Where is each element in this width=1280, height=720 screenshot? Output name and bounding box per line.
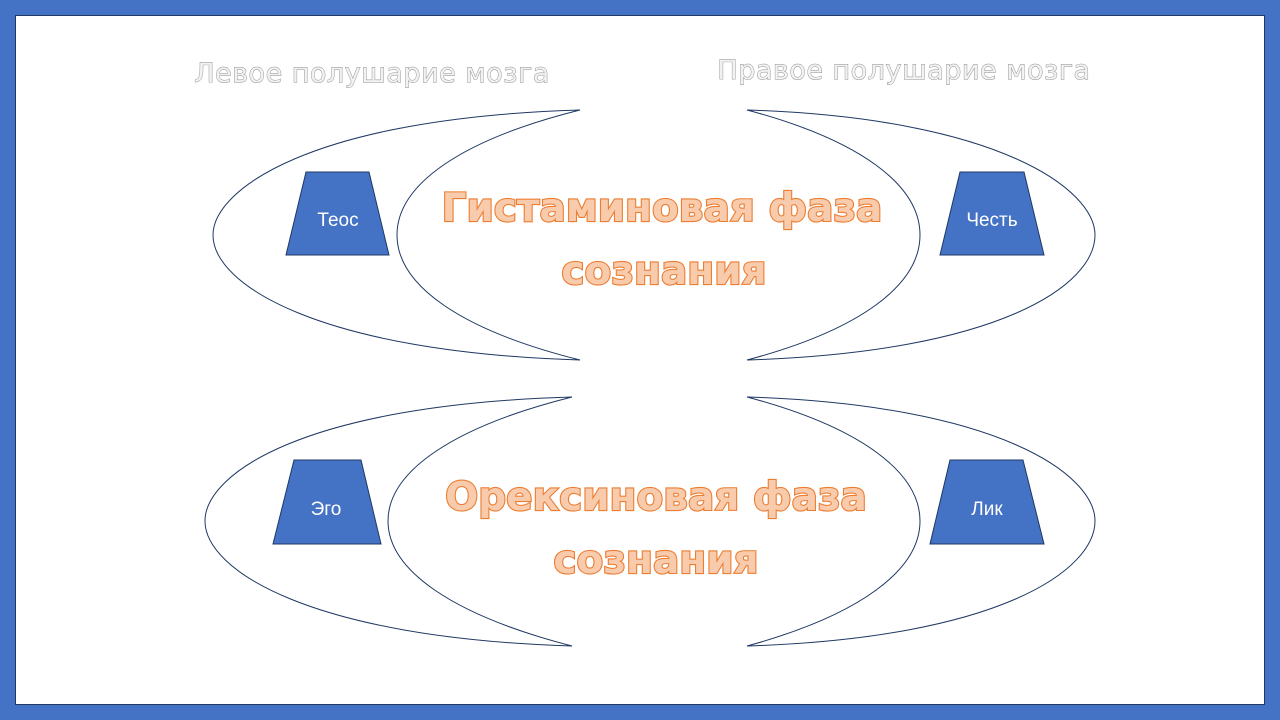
block-bottom-right[interactable]: Лик (929, 459, 1045, 545)
slide-canvas (15, 15, 1265, 705)
block-top-left[interactable]: Теос (285, 171, 390, 256)
crescent-bottom-left (204, 396, 573, 647)
trapezoid-shape (285, 171, 390, 256)
block-bottom-left[interactable]: Эго (272, 459, 382, 545)
orexin-phase-title-line2: сознания (553, 538, 758, 583)
orexin-phase-title-line1: Орексиновая фаза (445, 475, 867, 520)
block-label-chest: Честь (966, 210, 1017, 231)
crescent-bottom-right (746, 396, 1096, 647)
block-label-lik: Лик (971, 499, 1003, 520)
block-label-teos: Теос (317, 210, 358, 231)
trapezoid-shape (939, 171, 1045, 256)
trapezoid-shape (929, 459, 1045, 545)
histamine-phase-title-line1: Гистаминовая фаза (442, 186, 883, 231)
trapezoid-shape (272, 459, 382, 545)
crescent-top-left (212, 109, 581, 361)
left-hemisphere-title: Левое полушарие мозга (194, 58, 550, 89)
block-top-right[interactable]: Честь (939, 171, 1045, 256)
right-hemisphere-title: Правое полушарие мозга (717, 55, 1090, 86)
block-label-ego: Эго (311, 499, 342, 520)
crescent-top-right (746, 109, 1096, 361)
histamine-phase-title-line2: сознания (561, 249, 766, 294)
